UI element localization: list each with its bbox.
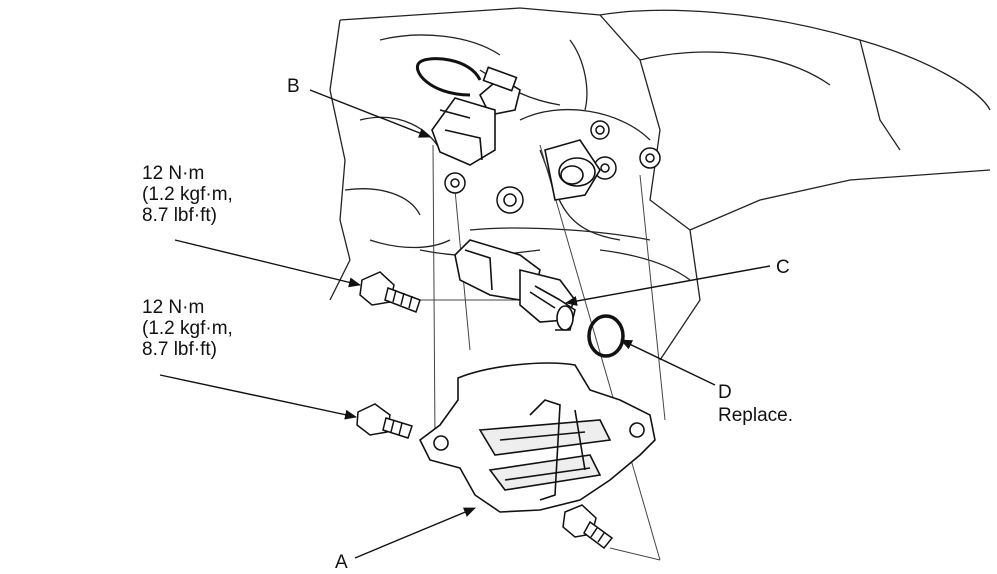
bolt-lower bbox=[562, 504, 614, 550]
torque-lower-line2: (1.2 kgf·m, bbox=[142, 318, 233, 339]
bolt-middle bbox=[356, 403, 413, 439]
leader-torque-upper bbox=[174, 239, 361, 288]
bolt-upper bbox=[359, 271, 421, 313]
torque-upper-line2: (1.2 kgf·m, bbox=[142, 184, 233, 205]
leader-a bbox=[354, 507, 476, 559]
sensor-bore bbox=[544, 139, 601, 201]
leader-lines bbox=[159, 89, 771, 559]
engine-block bbox=[329, 7, 991, 361]
callout-d-note: Replace. bbox=[718, 405, 793, 426]
torque-lower-line1: 12 N·m bbox=[142, 297, 205, 318]
torque-spec-lower: 12 N·m (1.2 kgf·m, 8.7 lbf·ft) bbox=[142, 297, 233, 360]
sensor-c bbox=[454, 239, 576, 331]
alignment-lines bbox=[410, 144, 666, 561]
torque-spec-upper: 12 N·m (1.2 kgf·m, 8.7 lbf·ft) bbox=[142, 163, 233, 226]
torque-upper-line1: 12 N·m bbox=[142, 163, 205, 184]
callout-b: B bbox=[287, 76, 300, 97]
cover-a bbox=[418, 362, 656, 513]
torque-upper-line3: 8.7 lbf·ft) bbox=[142, 205, 217, 226]
torque-lower-line3: 8.7 lbf·ft) bbox=[142, 339, 217, 360]
o-ring-d bbox=[587, 314, 625, 358]
leader-c bbox=[565, 265, 771, 306]
leader-b bbox=[309, 89, 431, 138]
callout-a: A bbox=[335, 552, 348, 573]
leader-torque-lower bbox=[159, 374, 357, 420]
callout-d: D bbox=[718, 382, 732, 403]
connector-b bbox=[416, 57, 521, 166]
leader-d bbox=[620, 339, 716, 386]
callout-c: C bbox=[776, 257, 790, 278]
